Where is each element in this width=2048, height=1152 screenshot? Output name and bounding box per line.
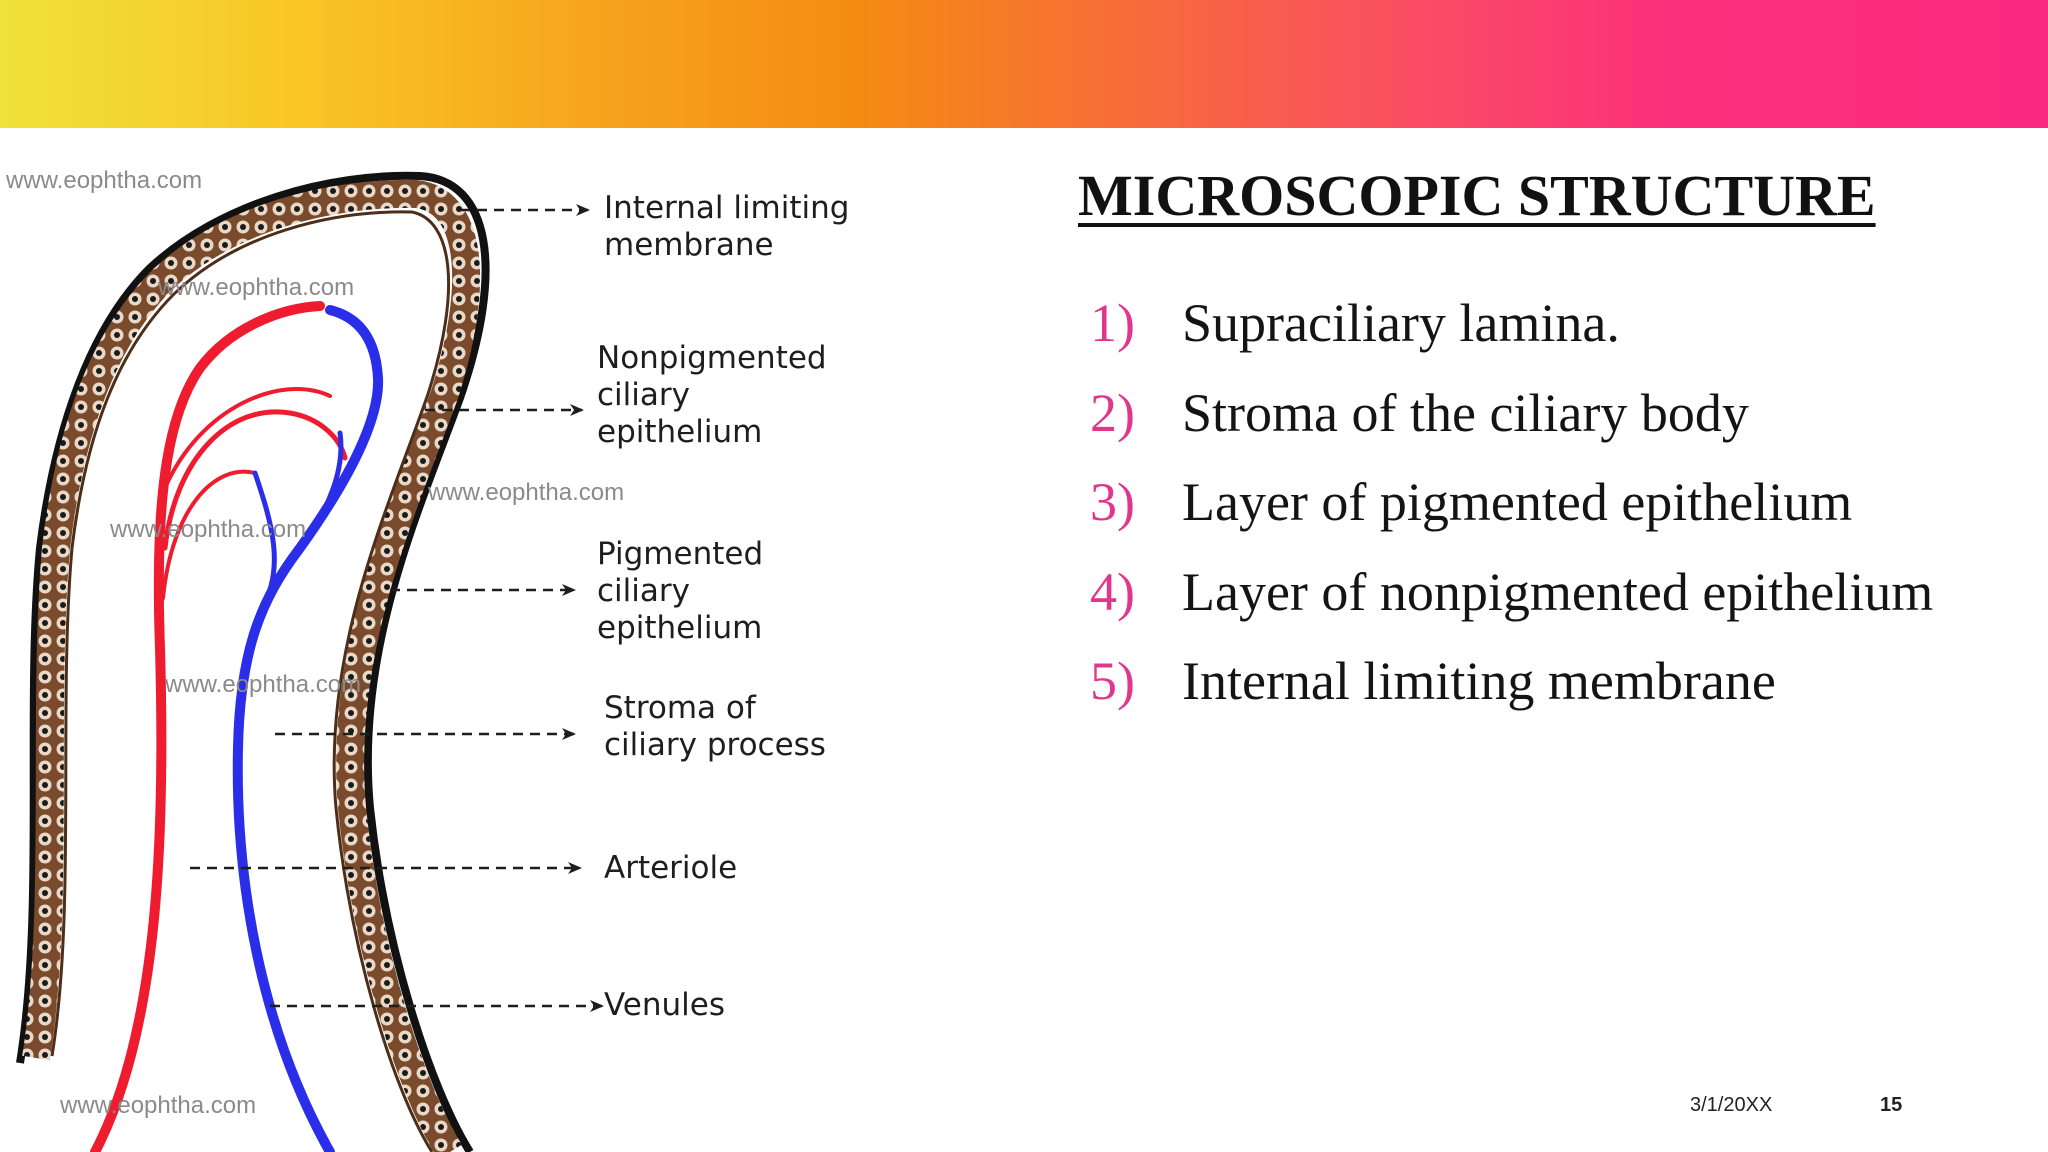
watermark-text: www.eophtha.com [5,167,202,194]
list-text: Layer of nonpigmented epithelium [1182,561,1934,622]
list-item: 3) Layer of pigmented epithelium [1090,471,1933,561]
list-text: Stroma of the ciliary body [1182,382,1749,443]
list-number: 4) [1090,561,1135,622]
label-internal-limiting-membrane: Internal limiting membrane [604,190,859,263]
slide-number: 15 [1880,1094,1903,1116]
watermark-text: www.eophtha.com [157,274,354,301]
epithelium-cell-layer [22,179,481,1152]
list-number: 3) [1090,472,1135,532]
list-item: 2) Stroma of the ciliary body [1090,382,1933,472]
slide-title: MICROSCOPIC STRUCTURE [1078,163,1876,228]
footer-date: 3/1/20XX [1690,1094,1773,1116]
list-item: 5) Internal limiting membrane [1090,650,1933,740]
label-nonpigmented-ciliary-epithelium: Nonpigmented ciliary epithelium [597,340,836,450]
list-text: Internal limiting membrane [1182,651,1776,711]
arteriole-vessels [90,301,348,1152]
list-text: Supraciliary lamina. [1182,293,1620,353]
venule-vessels [232,305,384,1152]
watermark-text: www.eophtha.com [164,671,361,698]
watermark-text: www.eophtha.com [109,516,306,543]
label-venules: Venules [604,987,725,1023]
list-number: 2) [1090,382,1135,443]
header-gradient-banner [0,0,2048,128]
list-number: 1) [1090,293,1135,353]
nonpigmented-epithelium-inner-edge [50,210,451,1152]
ciliary-process-diagram: www.eophtha.com www.eophtha.com www.eoph… [5,167,859,1152]
internal-limiting-membrane-outline [16,171,490,1152]
list-text: Layer of pigmented epithelium [1182,472,1853,532]
watermark-text: www.eophtha.com [59,1092,256,1119]
label-stroma-of-ciliary-process: Stroma of ciliary process [604,690,826,763]
list-item: 1) Supraciliary lamina. [1090,292,1933,382]
list-item: 4) Layer of nonpigmented epithelium [1090,561,1933,651]
list-number: 5) [1090,651,1135,711]
label-pigmented-ciliary-epithelium: Pigmented ciliary epithelium [597,536,773,646]
structure-list: 1) Supraciliary lamina. 2) Stroma of the c… [1090,292,1933,740]
label-arteriole: Arteriole [604,850,737,886]
watermark-text: www.eophtha.com [427,479,624,506]
label-leader-lines [190,204,604,1012]
